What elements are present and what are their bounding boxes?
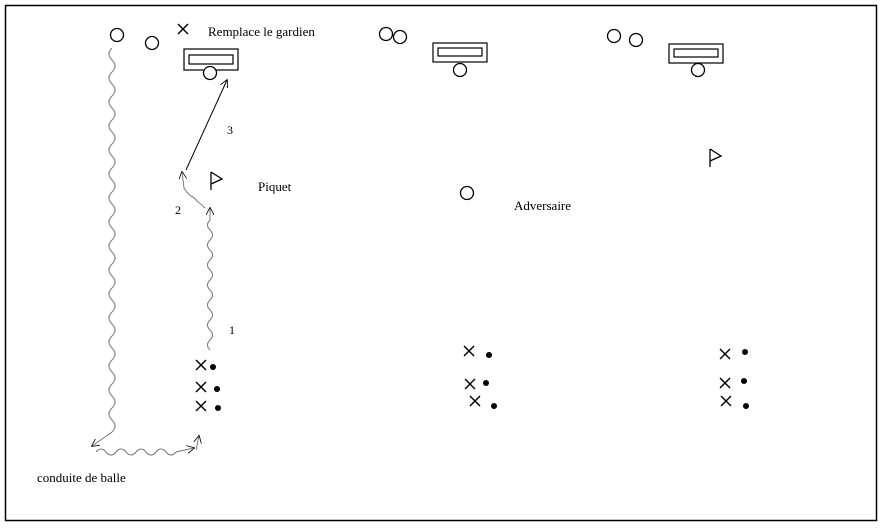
player-queue — [195, 359, 221, 412]
ball-icon — [215, 405, 221, 411]
goal-icon — [432, 42, 488, 63]
player-x-icon — [195, 381, 207, 393]
opponent-icon — [378, 26, 394, 42]
opponent-label: Adversaire — [514, 198, 571, 213]
dribble-path-step-1 — [208, 208, 213, 351]
ball-icon — [483, 380, 489, 386]
player-queue — [719, 348, 749, 409]
station-2: Adversaire — [378, 26, 571, 409]
step-3-label: 3 — [227, 123, 233, 137]
dribble-path-up-end — [196, 436, 199, 451]
dribble-path-bottom — [95, 448, 194, 456]
ball-icon — [214, 386, 220, 392]
player-x-icon — [195, 400, 207, 412]
step-2-label: 2 — [175, 203, 181, 217]
ball-icon — [741, 378, 747, 384]
goalkeeper-icon — [202, 65, 218, 81]
pass-arrow-step-3 — [185, 80, 227, 171]
diagram-frame — [4, 4, 878, 522]
ball-icon — [486, 352, 492, 358]
opponent-icon — [109, 27, 125, 43]
goalkeeper-icon — [690, 62, 706, 78]
opponent-icon — [628, 32, 644, 48]
goalkeeper-icon — [452, 62, 468, 78]
pole-label: Piquet — [258, 179, 292, 194]
pole-flag-icon — [210, 171, 224, 190]
dribble-path-step-2 — [182, 172, 206, 209]
player-x-icon — [719, 348, 731, 360]
station-1: Remplace le gardien 1 2 3 Piquet — [92, 23, 315, 456]
player-x-icon — [177, 23, 189, 35]
player-x-icon — [464, 378, 476, 390]
goal-icon — [668, 43, 724, 64]
ball-icon — [210, 364, 216, 370]
step-1-label: 1 — [229, 323, 235, 337]
keeper-replacement-label: Remplace le gardien — [208, 24, 315, 39]
player-x-icon — [469, 395, 481, 407]
opponent-icon — [606, 28, 622, 44]
player-queue — [463, 345, 497, 409]
player-x-icon — [195, 359, 207, 371]
player-x-icon — [720, 395, 732, 407]
ball-icon — [742, 349, 748, 355]
dribble-path-long — [92, 47, 116, 446]
ball-icon — [743, 403, 749, 409]
opponent-icon — [459, 185, 475, 201]
opponent-icon — [392, 29, 408, 45]
player-x-icon — [719, 377, 731, 389]
pole-flag-icon — [709, 148, 723, 167]
player-x-icon — [463, 345, 475, 357]
station-3 — [606, 28, 749, 409]
opponent-icon — [144, 35, 160, 51]
dribbling-label: conduite de balle — [37, 470, 126, 485]
ball-icon — [491, 403, 497, 409]
